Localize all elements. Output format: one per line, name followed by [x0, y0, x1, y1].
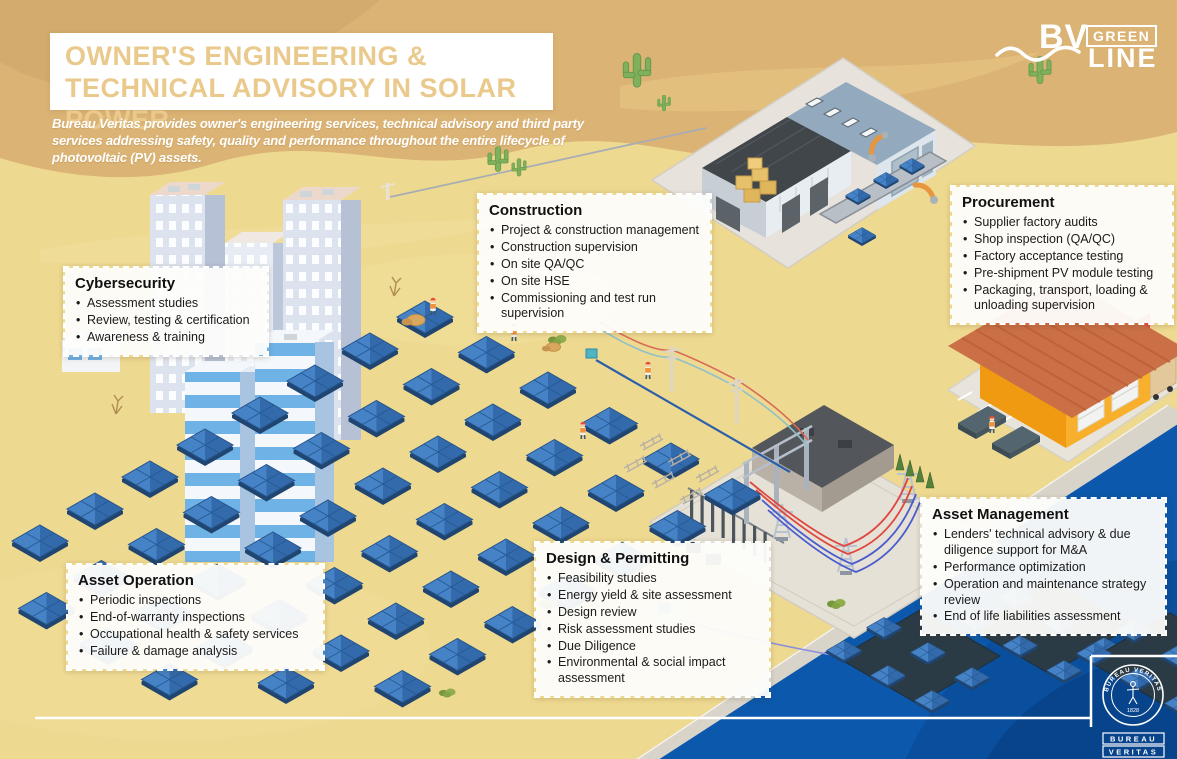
callout-item: Lenders' technical advisory & due dilige… [931, 527, 1156, 559]
callout-title: Design & Permitting [546, 550, 690, 567]
callout-item: Assessment studies [74, 296, 258, 312]
callout-title: Asset Management [932, 506, 1069, 523]
glass-tower [185, 361, 258, 562]
callout-cybersecurity: Cybersecurity Assessment studies Review,… [63, 266, 269, 357]
power-lines [380, 127, 809, 473]
seal-box-bureau: BUREAU [1110, 735, 1157, 744]
callout-item: On site QA/QC [488, 257, 701, 273]
callout-item: Shop inspection (QA/QC) [961, 232, 1163, 248]
callout-item: End of life liabilities assessment [931, 609, 1156, 625]
callout-item: On site HSE [488, 274, 701, 290]
callout-item: Commissioning and test run supervision [488, 291, 701, 323]
callout-item: Packaging, transport, loading & unloadin… [961, 283, 1163, 315]
callout-title: Procurement [962, 194, 1055, 211]
callout-item: Construction supervision [488, 240, 701, 256]
line-logo-text: LINE [1088, 43, 1158, 73]
callout-procurement: Procurement Supplier factory audits Shop… [950, 185, 1174, 326]
callout-item: Design review [545, 605, 760, 621]
callout-list: Assessment studies Review, testing & cer… [74, 296, 258, 346]
footer-frame-lines [35, 654, 1177, 727]
callout-asset-management: Asset Management Lenders' technical advi… [920, 497, 1167, 637]
callout-list: Supplier factory audits Shop inspection … [961, 215, 1163, 314]
callout-item: Supplier factory audits [961, 215, 1163, 231]
callout-item: Review, testing & certification [74, 313, 258, 329]
callout-list: Lenders' technical advisory & due dilige… [931, 527, 1156, 625]
callout-item: End-of-warranty inspections [77, 610, 314, 626]
callout-item: Project & construction management [488, 223, 701, 239]
callout-item: Failure & damage analysis [77, 644, 314, 660]
substation-wires [749, 477, 921, 573]
title-box: OWNER'S ENGINEERING & TECHNICAL ADVISORY… [50, 33, 553, 135]
callout-item: Risk assessment studies [545, 622, 760, 638]
wave-icon [995, 45, 1081, 62]
callout-design-permitting: Design & Permitting Feasibility studies … [534, 541, 771, 699]
callout-item: Awareness & training [74, 330, 258, 346]
callout-asset-operation: Asset Operation Periodic inspections End… [66, 563, 325, 671]
lab-pallets [958, 406, 1040, 459]
callout-item: Pre-shipment PV module testing [961, 266, 1163, 282]
bv-green-line-logo: BV GREEN LINE [995, 14, 1173, 76]
callout-title: Construction [489, 202, 583, 219]
substation-trees [895, 453, 935, 489]
callout-item: Environmental & social impact assessment [545, 655, 760, 687]
callout-item: Performance optimization [931, 560, 1156, 576]
callout-item: Energy yield & site assessment [545, 588, 760, 604]
callout-item: Periodic inspections [77, 593, 314, 609]
callout-title: Asset Operation [78, 572, 194, 589]
callout-list: Feasibility studies Energy yield & site … [545, 571, 760, 687]
bv-logo-text: BV [1039, 18, 1089, 56]
green-badge: GREEN [1086, 25, 1158, 47]
seal-box-veritas: VERITAS [1109, 748, 1158, 757]
callout-item: Due Diligence [545, 639, 760, 655]
callout-item: Occupational health & safety services [77, 627, 314, 643]
page-title: OWNER'S ENGINEERING & TECHNICAL ADVISORY… [65, 41, 517, 135]
callout-item: Factory acceptance testing [961, 249, 1163, 265]
callout-title: Cybersecurity [75, 275, 176, 292]
callout-list: Project & construction management Constr… [488, 223, 701, 322]
assembly-conveyor [818, 131, 948, 247]
callout-list: Periodic inspections End-of-warranty ins… [77, 593, 314, 660]
callout-item: Feasibility studies [545, 571, 760, 587]
factory-pallets [735, 157, 777, 203]
page-subtitle: Bureau Veritas provides owner's engineer… [52, 116, 584, 165]
seal-year: 1828 [1127, 708, 1139, 714]
pv-module-factory [702, 82, 948, 247]
callout-construction: Construction Project & construction mana… [477, 193, 712, 334]
callout-item: Operation and maintenance strategy revie… [931, 577, 1156, 609]
